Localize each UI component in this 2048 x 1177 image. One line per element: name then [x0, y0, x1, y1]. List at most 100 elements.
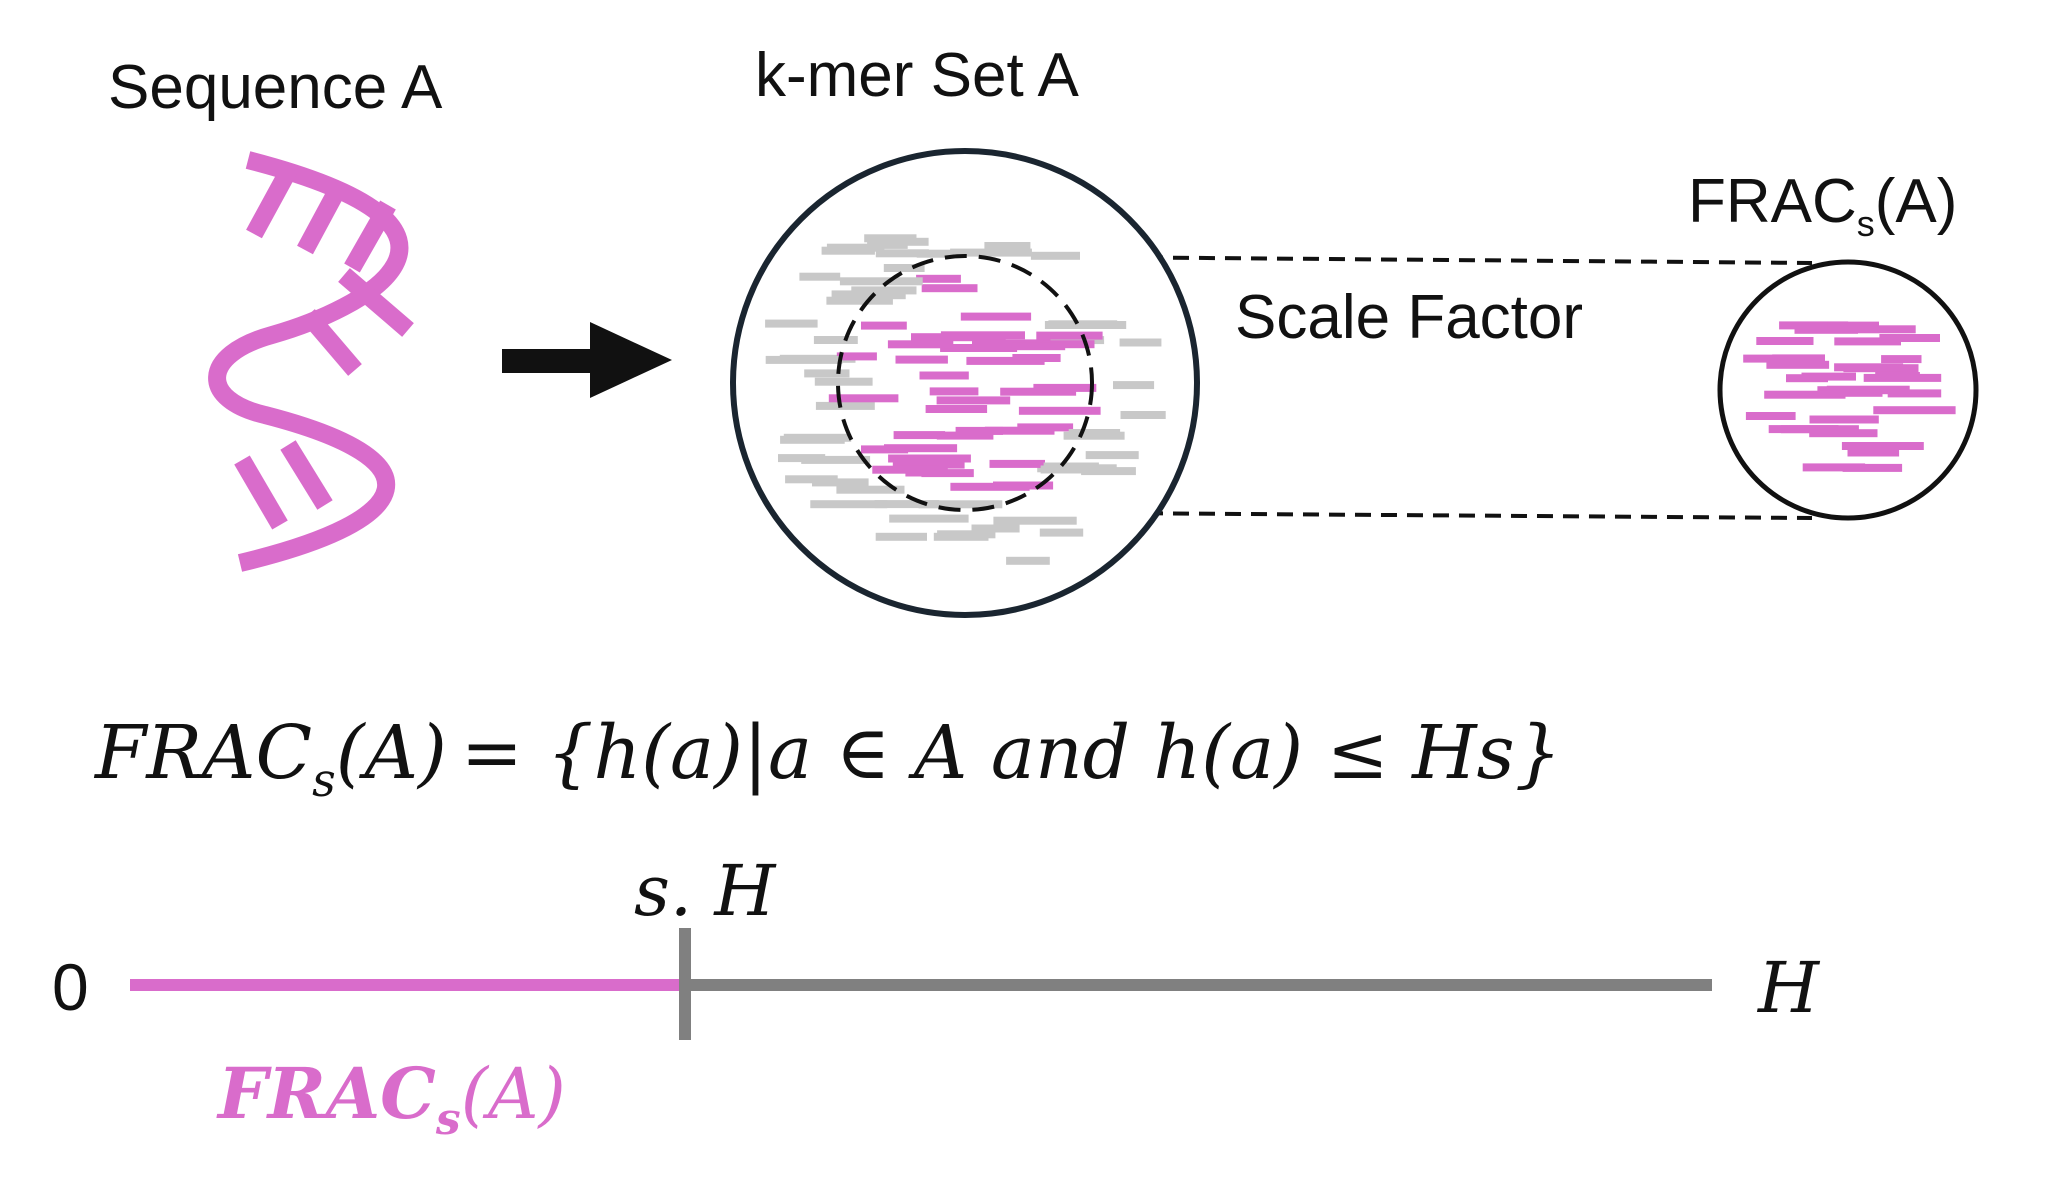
- sampled-kmer-bar: [861, 445, 909, 454]
- sampled-kmer-bar: [892, 460, 965, 469]
- kmer-bar: [780, 435, 845, 444]
- sampled-kmer-bar: [960, 312, 1032, 321]
- kmer-bar: [1120, 411, 1166, 419]
- kmer-bar: [804, 369, 850, 378]
- kmer-bar: [1081, 467, 1136, 476]
- kmer-set-circle: [730, 148, 1200, 618]
- sampled-kmer-bar: [989, 459, 1045, 468]
- kmer-bar: [1039, 528, 1084, 537]
- sampled-kmer-bar: [1879, 334, 1940, 342]
- kmer-bar: [1119, 338, 1162, 347]
- sampled-kmer-bar: [940, 344, 1018, 352]
- kmer-bar: [1006, 556, 1050, 565]
- formula-lhs-sub: s: [312, 753, 336, 807]
- kmer-bar: [801, 455, 871, 464]
- sampled-kmer-bars: [1743, 321, 1956, 472]
- kmer-bar: [916, 249, 962, 258]
- kmer-bar: [839, 277, 923, 286]
- kmer-bar: [785, 475, 838, 484]
- sampled-kmer-bar: [1801, 372, 1856, 381]
- kmer-bar: [883, 264, 925, 272]
- kmer-bar: [813, 336, 858, 344]
- right-arrow-icon: [502, 322, 672, 398]
- sampled-kmer-bar: [950, 482, 1030, 491]
- axis-zero-label: 0: [52, 950, 89, 1024]
- sampled-kmer-bar: [836, 352, 877, 361]
- kmer-bar: [1030, 251, 1080, 260]
- sampled-kmer-bar: [1764, 390, 1846, 399]
- kmer-bar: [993, 516, 1077, 525]
- axis-end-label: H: [1756, 947, 1821, 1029]
- kmer-bar: [1048, 320, 1118, 329]
- sampled-kmer-bar: [966, 356, 1045, 365]
- kmer-bar: [821, 246, 875, 255]
- frac-label-main: FRAC: [1688, 167, 1857, 236]
- sampled-kmer-bar: [984, 426, 1055, 435]
- sampled-kmer-bar: [936, 431, 994, 440]
- sampled-kmer-bar: [916, 274, 961, 283]
- kmer-bar: [810, 500, 888, 509]
- frac-formula: FRACs(A)= {h(a)|a ∈ A and h(a) ≤ Hs}: [93, 710, 1562, 807]
- sampled-kmer-bar: [893, 431, 946, 440]
- kmer-bar: [1085, 451, 1139, 460]
- sampled-kmer-bar: [888, 454, 971, 463]
- sampled-kmer-bar: [1802, 463, 1866, 472]
- kmer-bars: [765, 234, 1166, 565]
- dna-helix-icon: [208, 151, 414, 572]
- frac-range-label-main: FRAC: [216, 1052, 436, 1135]
- sampled-kmer-bar: [1847, 448, 1900, 457]
- sequence-label: Sequence A: [108, 53, 443, 122]
- sampled-kmer-bar: [1780, 425, 1859, 434]
- sampled-kmer-bar: [1809, 415, 1879, 424]
- sampled-kmer-bar: [1036, 331, 1103, 340]
- kmer-bar: [851, 286, 917, 295]
- kmer-set-label: k-mer Set A: [755, 41, 1080, 110]
- sampled-kmer-bar: [1012, 354, 1061, 362]
- kmer-bar: [765, 319, 818, 328]
- sampled-kmer-bar: [1772, 354, 1825, 363]
- threshold-label: s. H: [634, 850, 777, 932]
- sampled-kmer-bar: [1841, 442, 1924, 450]
- sampled-kmer-bar: [955, 426, 1003, 435]
- kmer-bar: [836, 485, 905, 494]
- sampled-kmer-bar: [1834, 363, 1904, 372]
- kmer-bar: [826, 296, 893, 305]
- kmer-bar: [886, 237, 929, 246]
- frac-label-arg: (A): [1875, 167, 1958, 236]
- kmer-bar: [865, 291, 906, 300]
- sampled-kmer-bar: [1042, 340, 1095, 349]
- sampled-kmer-bar: [1018, 406, 1101, 415]
- kmer-bar: [812, 478, 869, 487]
- sampled-kmer-bar: [1887, 389, 1942, 398]
- sampled-kmer-bar: [921, 469, 974, 478]
- sample-subset-dashed-circle: [836, 254, 1094, 512]
- kmer-bar: [814, 377, 873, 386]
- sampled-kmer-bar: [1827, 321, 1879, 330]
- sampled-kmer-bar: [972, 339, 1051, 348]
- kmer-bar: [815, 401, 875, 410]
- sampled-kmer-bar: [1786, 374, 1828, 383]
- formula-lhs-main: FRAC: [93, 710, 312, 796]
- kmer-bar: [889, 514, 969, 523]
- kmer-bar: [875, 249, 929, 258]
- sampled-kmer-bar: [884, 444, 958, 453]
- frac-label-sub: s: [1857, 203, 1875, 244]
- sampled-kmer-bar: [1844, 325, 1916, 334]
- sampled-kmer-bar: [1745, 412, 1796, 420]
- sampled-kmer-bar: [1756, 337, 1814, 345]
- sampled-kmer-bar: [887, 340, 954, 349]
- sampled-kmer-bar: [1794, 325, 1858, 334]
- formula-lhs-arg: (A): [336, 710, 447, 796]
- sampled-kmer-bar: [911, 333, 984, 342]
- sampled-kmer-bar: [929, 387, 979, 396]
- hash-range-axis: [130, 928, 1712, 1040]
- sampled-kmer-bar: [1033, 383, 1097, 392]
- sampled-kmer-bar: [1873, 406, 1956, 415]
- kmer-bar: [875, 532, 927, 541]
- sampled-kmer-bar: [861, 321, 907, 330]
- sampled-kmer-bar: [1875, 372, 1920, 380]
- kmer-bar: [918, 500, 1003, 509]
- kmer-bar: [971, 524, 1020, 533]
- sampled-kmer-bar: [895, 355, 948, 364]
